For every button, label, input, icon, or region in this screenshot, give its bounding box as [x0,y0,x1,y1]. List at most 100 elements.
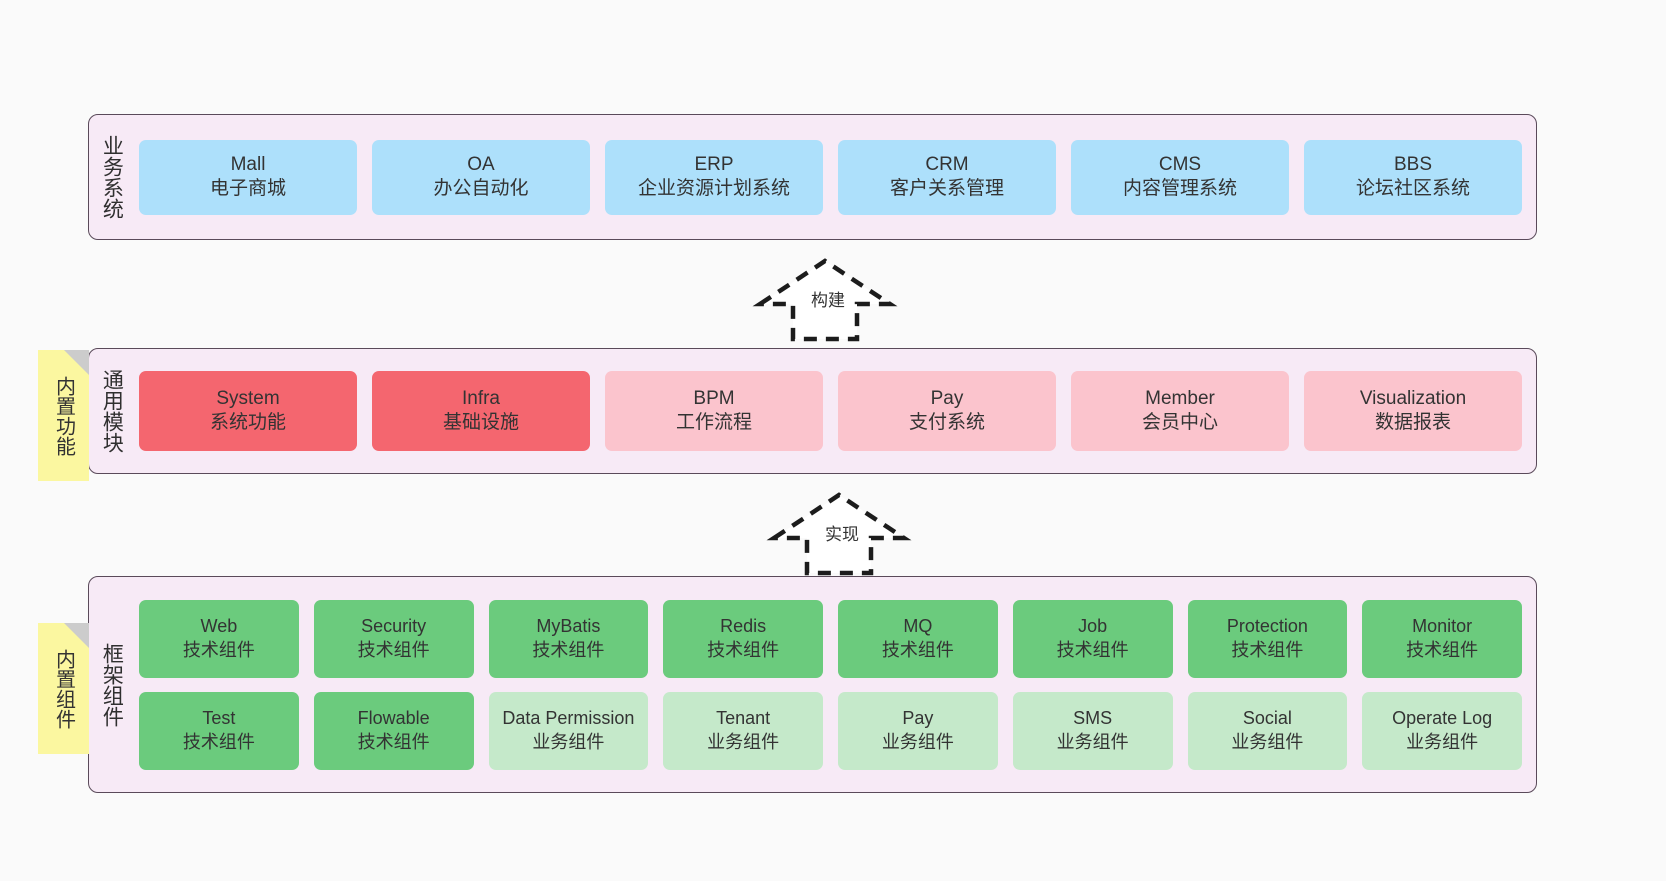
box-subtitle: 业务组件 [1406,731,1479,752]
box-title: Visualization [1359,387,1467,409]
box-subtitle: 业务组件 [881,731,954,752]
box-protection[interactable]: Protection 技术组件 [1187,599,1348,678]
box-title: Data Permission [502,708,635,729]
box-title: CMS [1158,153,1202,175]
layer-title-business: 业务系统 [100,135,124,219]
box-subtitle: 论坛社区系统 [1355,178,1470,199]
box-title: BPM [693,387,735,409]
arrow-build-label: 构建 [811,291,845,310]
box-title: Pay [930,387,964,409]
box-title: BBS [1393,153,1433,175]
box-subtitle: 技术组件 [182,639,255,660]
box-pay-component[interactable]: Pay 业务组件 [838,691,998,770]
box-title: Member [1145,387,1215,409]
box-redis[interactable]: Redis 技术组件 [663,599,823,678]
box-title: MyBatis [536,616,601,637]
box-tenant[interactable]: Tenant 业务组件 [663,691,823,770]
box-title: CRM [925,153,969,175]
note-label: 内置组件 [52,648,75,729]
arrow-implement-label: 实现 [825,525,859,544]
box-bpm[interactable]: BPM 工作流程 [605,371,823,451]
box-member[interactable]: Member 会员中心 [1071,371,1289,451]
box-title: Security [361,616,427,637]
page-fold-icon [64,623,89,648]
box-security[interactable]: Security 技术组件 [313,599,474,678]
box-subtitle: 会员中心 [1141,412,1218,433]
layer-common-modules[interactable]: 通用模块 System 系统功能 Infra 基础设施 BPM 工作流程 Pay… [88,348,1537,474]
box-subtitle: 技术组件 [1231,639,1304,660]
box-subtitle: 内容管理系统 [1122,178,1237,199]
box-operate-log[interactable]: Operate Log 业务组件 [1362,691,1522,770]
box-subtitle: 客户关系管理 [889,178,1004,199]
box-cms[interactable]: CMS 内容管理系统 [1071,139,1289,215]
box-title: Web [200,616,238,637]
box-title: Social [1242,708,1292,729]
box-monitor[interactable]: Monitor 技术组件 [1362,599,1522,678]
box-title: System [216,387,280,409]
box-title: Monitor [1412,616,1473,637]
box-title: SMS [1073,708,1113,729]
arrow-implement: 实现 [766,492,921,576]
layer-body-business: Mall 电子商城 OA 办公自动化 ERP 企业资源计划系统 CRM 客户关系… [133,115,1536,239]
layer-business-systems[interactable]: 业务系统 Mall 电子商城 OA 办公自动化 ERP 企业资源计划系统 CRM… [88,114,1537,240]
note-builtin-components[interactable]: 内置组件 [38,623,89,754]
box-title: Operate Log [1392,708,1493,729]
box-subtitle: 技术组件 [707,639,780,660]
box-visualization[interactable]: Visualization 数据报表 [1304,371,1522,451]
box-title: Job [1078,616,1108,637]
box-subtitle: 工作流程 [675,412,752,433]
box-subtitle: 基础设施 [442,412,519,433]
box-title: OA [467,153,495,175]
box-system[interactable]: System 系统功能 [139,371,357,451]
layer-row: Web 技术组件 Security 技术组件 MyBatis 技术组件 Redi… [139,599,1522,678]
box-mq[interactable]: MQ 技术组件 [838,599,998,678]
layer-row: Mall 电子商城 OA 办公自动化 ERP 企业资源计划系统 CRM 客户关系… [139,139,1522,215]
box-subtitle: 办公自动化 [433,178,529,199]
box-social[interactable]: Social 业务组件 [1187,691,1348,770]
box-mall[interactable]: Mall 电子商城 [139,139,357,215]
box-title: Pay [902,708,934,729]
box-subtitle: 数据报表 [1374,412,1451,433]
box-subtitle: 电子商城 [209,178,286,199]
box-subtitle: 支付系统 [908,412,985,433]
box-crm[interactable]: CRM 客户关系管理 [838,139,1056,215]
layer-title-framework: 框架组件 [100,642,124,727]
box-subtitle: 业务组件 [1056,731,1129,752]
note-label: 内置功能 [52,375,75,456]
box-flowable[interactable]: Flowable 技术组件 [313,691,474,770]
box-title: Tenant [716,708,771,729]
box-web[interactable]: Web 技术组件 [139,599,299,678]
layer-body-common: System 系统功能 Infra 基础设施 BPM 工作流程 Pay 支付系统… [133,349,1536,473]
box-title: Test [202,708,236,729]
box-oa[interactable]: OA 办公自动化 [372,139,590,215]
box-subtitle: 技术组件 [357,639,430,660]
box-bbs[interactable]: BBS 论坛社区系统 [1304,139,1522,215]
box-sms[interactable]: SMS 业务组件 [1012,691,1173,770]
box-job[interactable]: Job 技术组件 [1012,599,1173,678]
box-subtitle: 技术组件 [1056,639,1129,660]
box-title: Mall [230,153,266,175]
box-subtitle: 技术组件 [881,639,954,660]
layer-row: Test 技术组件 Flowable 技术组件 Data Permission … [139,691,1522,770]
layer-body-framework: Web 技术组件 Security 技术组件 MyBatis 技术组件 Redi… [133,577,1536,792]
layer-framework-components[interactable]: 框架组件 Web 技术组件 Security 技术组件 MyBatis 技术组件… [88,576,1537,793]
box-erp[interactable]: ERP 企业资源计划系统 [605,139,823,215]
box-subtitle: 技术组件 [532,639,605,660]
box-infra[interactable]: Infra 基础设施 [372,371,590,451]
box-subtitle: 业务组件 [1231,731,1304,752]
box-subtitle: 技术组件 [357,731,430,752]
layer-row: System 系统功能 Infra 基础设施 BPM 工作流程 Pay 支付系统… [139,371,1522,451]
arrow-build: 构建 [752,258,907,342]
box-title: Redis [720,616,767,637]
box-subtitle: 企业资源计划系统 [637,178,790,199]
box-title: Flowable [357,708,430,729]
box-data-permission[interactable]: Data Permission 业务组件 [488,691,649,770]
box-pay[interactable]: Pay 支付系统 [838,371,1056,451]
box-subtitle: 业务组件 [707,731,780,752]
box-mybatis[interactable]: MyBatis 技术组件 [488,599,649,678]
layer-title-common: 通用模块 [100,369,124,453]
box-test[interactable]: Test 技术组件 [139,691,299,770]
box-title: Infra [461,387,501,409]
note-builtin-functions[interactable]: 内置功能 [38,350,89,481]
